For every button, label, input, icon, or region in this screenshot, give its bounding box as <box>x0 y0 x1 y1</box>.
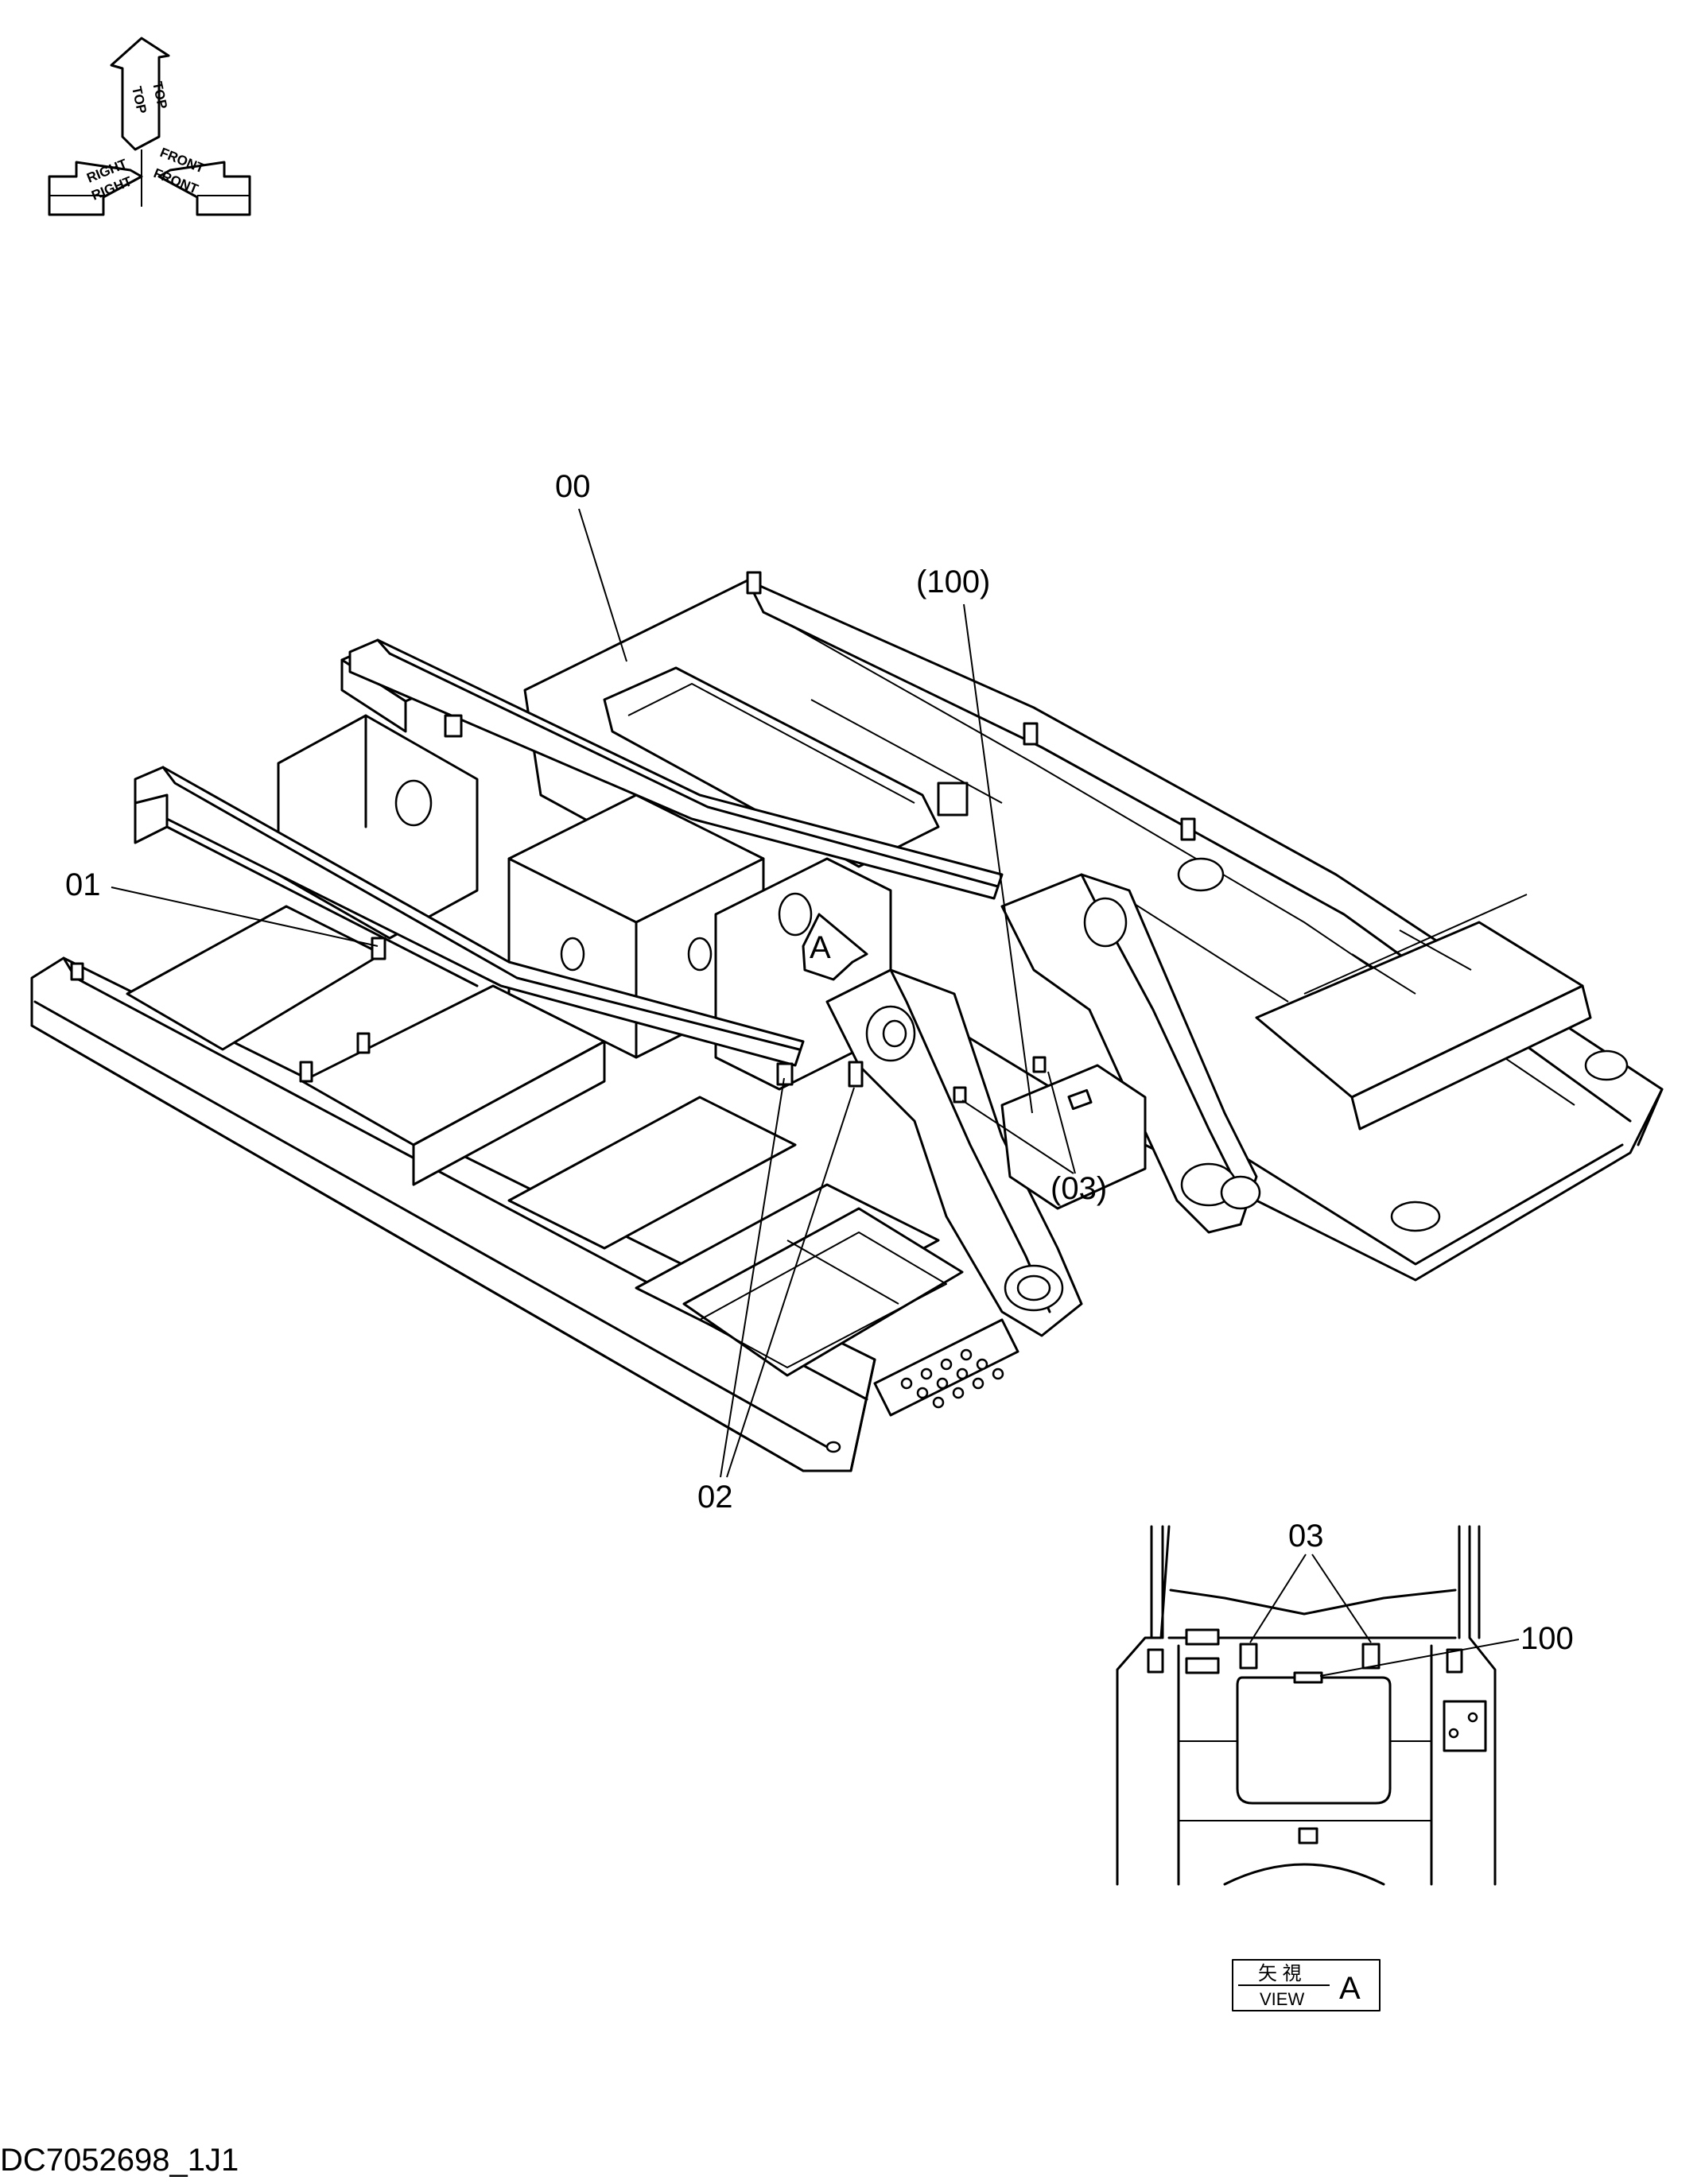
view-a-inset: 03 100 矢 視 VIEW A <box>1116 1519 1574 2011</box>
view-a-plate <box>1236 1676 1392 1805</box>
orientation-symbol: TOP TOP RIGHT RIGHT FRONT FRONT <box>48 37 251 216</box>
document-id: DC7052698_1J1 <box>0 2143 239 2178</box>
callout-02: 02 <box>697 1480 733 1515</box>
view-a-label-en: VIEW <box>1260 1989 1304 2009</box>
upper-beam-left <box>134 766 805 1067</box>
stepped-plate-holes <box>900 1348 1004 1409</box>
callout-100-ref: (100) <box>916 564 990 599</box>
view-a-label-jp: 矢 視 <box>1258 1963 1302 1984</box>
clips <box>70 714 1047 1104</box>
view-a-callout-03: 03 <box>1288 1519 1324 1554</box>
view-a-arrow <box>802 913 868 981</box>
view-a-arrow-label: A <box>810 930 831 965</box>
view-a-clip-left <box>1239 1643 1258 1670</box>
callout-01: 01 <box>65 867 101 902</box>
callout-03-ref: (03) <box>1051 1171 1107 1206</box>
callout-00: 00 <box>555 469 591 504</box>
main-frame-drawing: A <box>30 571 1664 1472</box>
boom-bracket-right <box>1000 873 1258 1234</box>
view-a-label-letter: A <box>1339 1971 1361 2006</box>
view-a-callout-100: 100 <box>1520 1621 1574 1656</box>
main-callouts: 00 01 02 (03) (100) <box>65 469 1107 1515</box>
view-a-label-box: 矢 視 VIEW A <box>1232 1959 1381 2011</box>
view-a-clip-right <box>1361 1643 1381 1670</box>
